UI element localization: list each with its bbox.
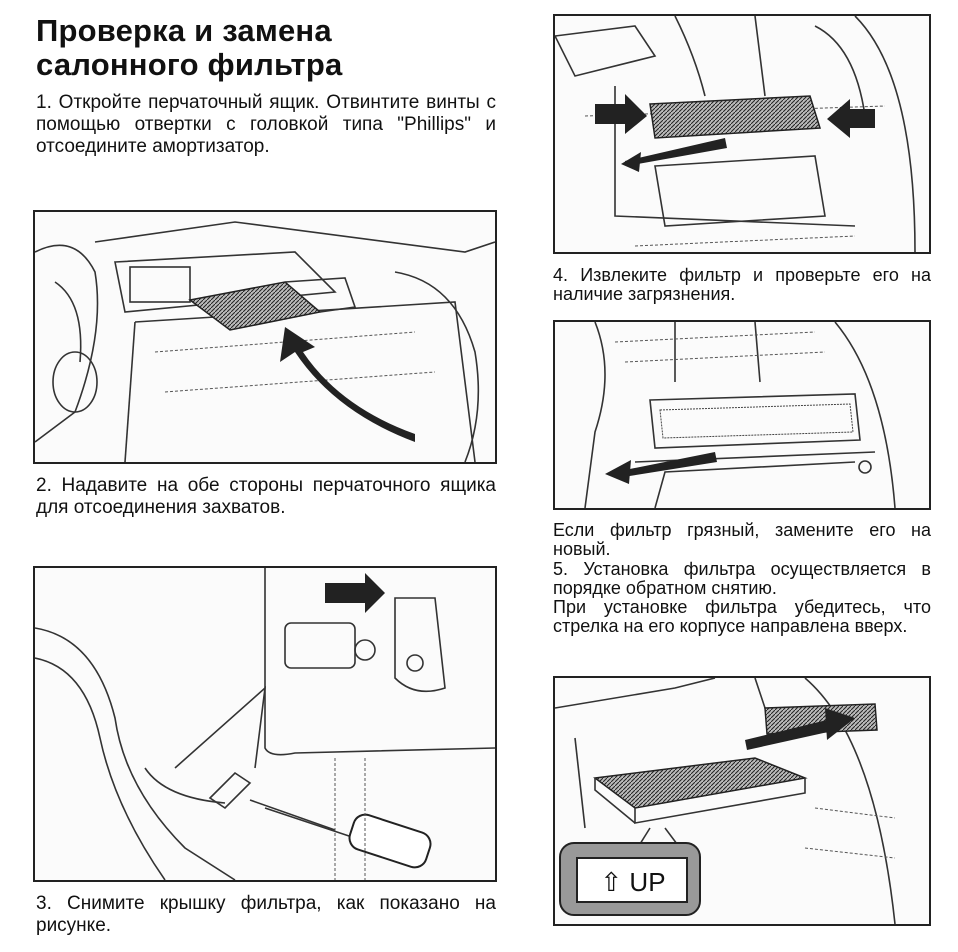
figure-filter-install: ⇧ UP: [553, 676, 931, 926]
title-line-1: Проверка и замена: [36, 13, 332, 48]
step-5-text: 5. Установка фильтра осуществляется в по…: [553, 559, 931, 598]
title-line-2: салонного фильтра: [36, 47, 343, 82]
page-title: Проверка и замена салонного фильтра: [36, 14, 506, 82]
step-2-text: 2. Надавите на обе стороны перчаточного …: [36, 475, 496, 518]
step-3-text: 3. Снимите крышку фильтра, как показано …: [36, 893, 496, 936]
step-4-text: 4. Извлеките фильтр и проверьте его на н…: [553, 265, 931, 304]
up-label: ⇧ UP: [600, 867, 666, 897]
step-1-text: 1. Откройте перчаточный ящик. Отвинтите …: [36, 92, 496, 157]
figure-filter-cover: [553, 14, 931, 254]
step-4b-text: Если фильтр грязный, замените его на нов…: [553, 520, 931, 559]
figure-glovebox-open: [33, 210, 497, 464]
figure-filter-removal: [553, 320, 931, 510]
step-5b-text: При установке фильтра убедитесь, что стр…: [553, 597, 931, 636]
figure-glovebox-clips: [33, 566, 497, 882]
